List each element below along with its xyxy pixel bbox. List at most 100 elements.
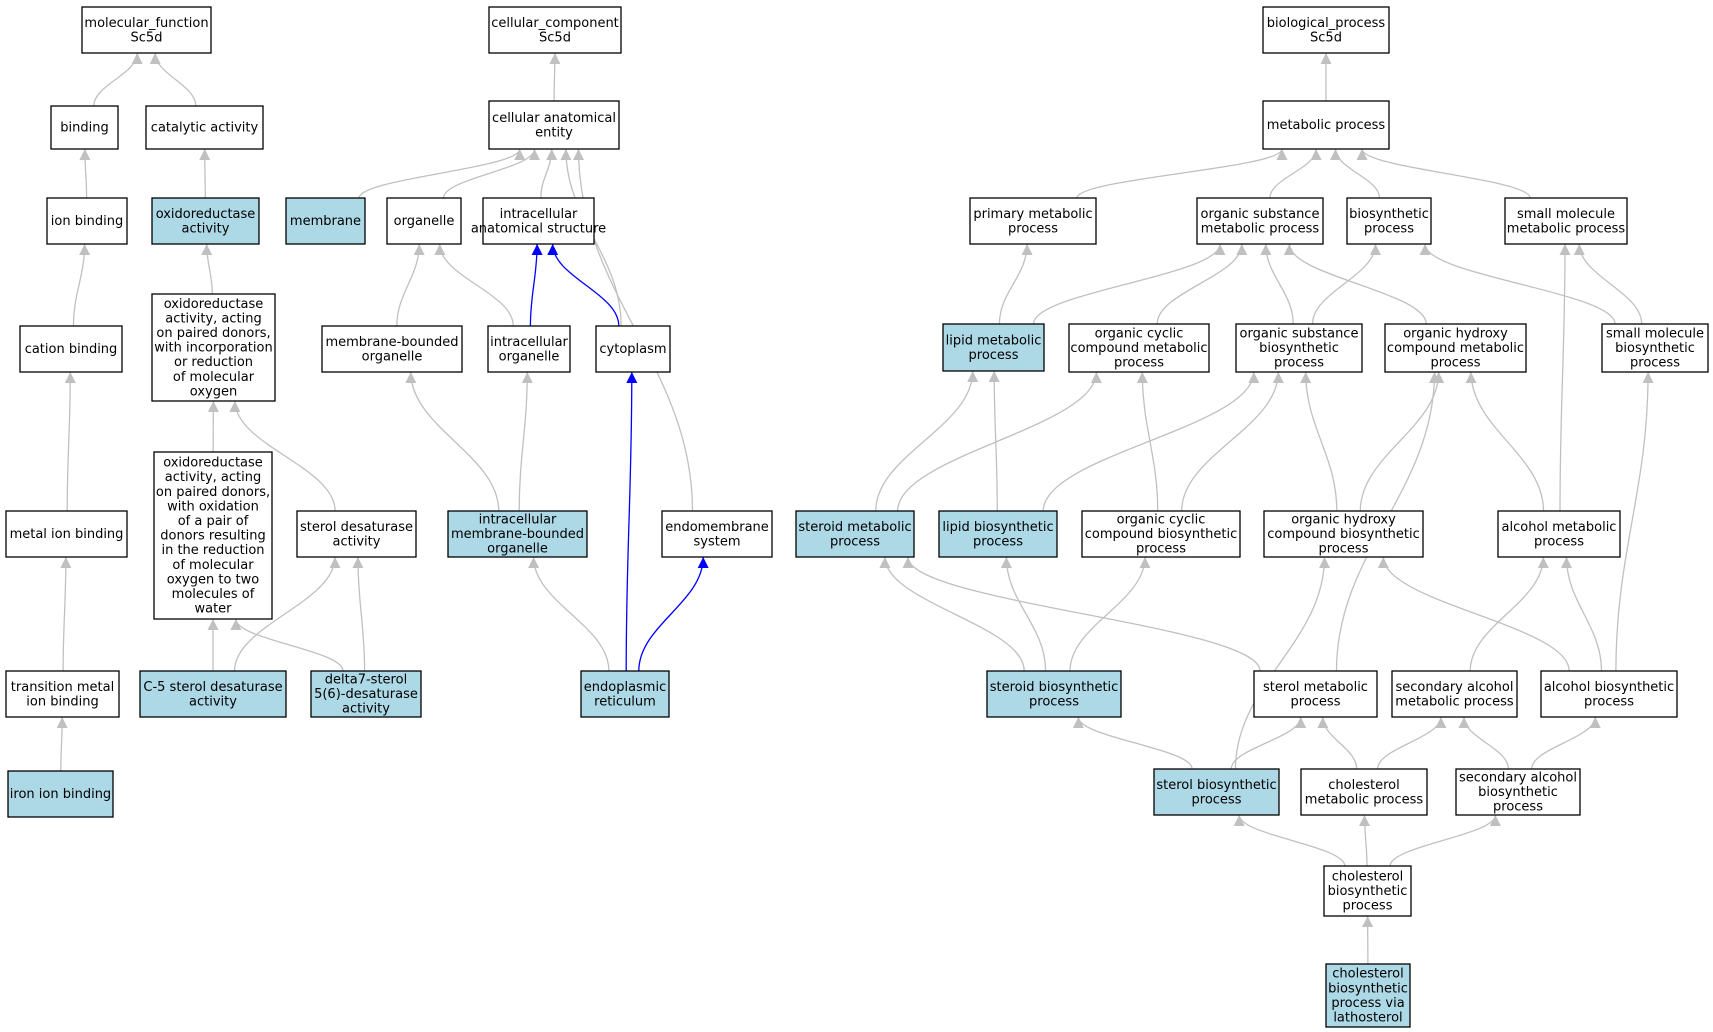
edge-cholbp-to-sterolbp [1233,814,1346,867]
node-box [386,197,462,245]
node-label-line: membrane [290,214,361,229]
node-label-line: biosynthetic [1328,981,1408,996]
go-term-node-binding[interactable]: binding [50,105,119,150]
node-label-line: secondary alcohol [1396,680,1514,695]
edge-membrane-to-cae [358,148,526,199]
edge-mbo-to-organelle [396,243,425,327]
edge-cae-to-cc [549,52,561,102]
node-box [1497,510,1621,558]
node-label-line: oxygen to two [167,572,259,587]
edge-abp-to-ohcbp [1377,556,1570,672]
node-label-line: molecules of [172,587,255,602]
node-box [321,325,463,373]
go-term-node-cytoplasm[interactable]: cytoplasm [595,325,671,373]
go-term-node-metalion[interactable]: metal ion binding [5,510,128,558]
go-term-node-iron[interactable]: iron ion binding [7,770,114,818]
node-label-line: organelle [499,349,560,364]
node-label-line: process via [1331,996,1404,1011]
go-term-node-organelle[interactable]: organelle [386,197,462,245]
node-box [1081,510,1241,558]
go-term-node-catalytic[interactable]: catalytic activity [145,105,264,150]
node-label-line: process [1114,356,1164,371]
node-label-line: primary metabolic [973,207,1092,222]
go-term-node-ionbinding[interactable]: ion binding [46,197,128,245]
node-box [139,670,287,718]
node-label-line: cellular_component [491,16,619,31]
node-label-line: cytoplasm [599,342,666,357]
node-label-line: Sc5d [539,30,571,45]
node-label-line: oxidoreductase [163,456,263,471]
edge-c5-to-steroldesat [233,556,341,672]
edge-amp-to-ohcmp [1465,371,1545,512]
node-label-line: intracellular [500,207,578,222]
node-box [5,510,128,558]
node-label-line: system [694,534,741,549]
go-term-node-metab[interactable]: metabolic process [1262,100,1390,150]
node-label-line: activity [333,534,381,549]
node-label-line: activity [342,702,390,717]
edge-transmetal-to-metalion [60,556,72,672]
edge-catalytic-to-mf [149,52,197,107]
edge-er-to-endomem [638,556,709,672]
edge-iron-to-transmetal [56,716,68,772]
node-box [153,451,273,620]
edge-cation-to-ionbinding [72,243,91,327]
node-label-line: sterol metabolic [1263,680,1368,695]
node-label-line: of molecular [172,558,254,573]
node-box [1196,197,1324,245]
edge-lbp-to-osbp [1042,371,1260,512]
node-box [1263,510,1424,558]
edge-occbp-to-occmp [1136,371,1159,512]
go-term-node-cation[interactable]: cation binding [19,325,123,373]
node-label-line: biosynthetic [1615,341,1695,356]
node-label-line: compound metabolic [1070,341,1207,356]
go-term-node-membrane[interactable]: membrane [285,197,366,245]
node-label-line: iron ion binding [10,787,111,802]
node-label-line: lipid metabolic [946,333,1042,348]
node-box [1455,768,1581,816]
node-label-line: organic hydroxy [1403,326,1508,341]
node-label-line: C-5 sterol desaturase [143,680,282,695]
node-label-line: ion binding [26,694,98,709]
